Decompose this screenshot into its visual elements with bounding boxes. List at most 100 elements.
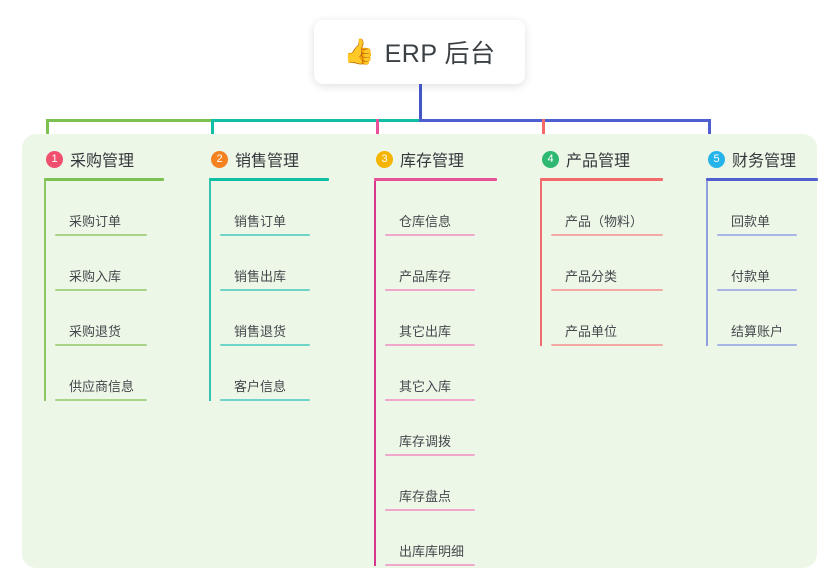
menu-item-label: 付款单 xyxy=(731,269,771,284)
menu-item-underline xyxy=(551,289,663,291)
menu-item[interactable]: 销售订单 xyxy=(220,181,329,236)
drop-line-col-2 xyxy=(211,119,214,145)
menu-item[interactable]: 产品库存 xyxy=(385,236,497,291)
menu-item[interactable]: 出库库明细 xyxy=(385,511,497,566)
column-5: 5 财务管理回款单付款单结算账户 xyxy=(706,145,818,346)
menu-item-label: 库存调拨 xyxy=(399,434,452,449)
menu-item[interactable]: 其它入库 xyxy=(385,346,497,401)
menu-item[interactable]: 供应商信息 xyxy=(55,346,164,401)
menu-item[interactable]: 采购订单 xyxy=(55,181,164,236)
menu-item-underline xyxy=(220,234,310,236)
menu-item[interactable]: 产品分类 xyxy=(551,236,663,291)
menu-item-label: 产品单位 xyxy=(565,324,618,339)
column-1: 1 采购管理采购订单采购入库采购退货供应商信息 xyxy=(44,145,164,401)
menu-item-label: 采购订单 xyxy=(69,214,122,229)
column-number-badge: 3 xyxy=(376,150,393,168)
menu-item[interactable]: 产品单位 xyxy=(551,291,663,346)
column-items: 采购订单采购入库采购退货供应商信息 xyxy=(44,181,164,401)
menu-item-label: 库存盘点 xyxy=(399,489,452,504)
column-header-3[interactable]: 3 库存管理 xyxy=(374,145,497,173)
menu-item-label: 客户信息 xyxy=(234,379,287,394)
menu-item-underline xyxy=(717,289,797,291)
column-items: 产品（物料） 产品分类产品单位 xyxy=(540,181,663,346)
column-spine xyxy=(44,181,46,401)
menu-item-underline xyxy=(55,399,147,401)
drop-line-col-3 xyxy=(376,119,379,145)
menu-item[interactable]: 结算账户 xyxy=(717,291,818,346)
menu-item-underline xyxy=(385,399,475,401)
drop-line-col-4 xyxy=(542,119,545,145)
menu-item-underline xyxy=(385,454,475,456)
column-header-5[interactable]: 5 财务管理 xyxy=(706,145,818,173)
thumbs-up-icon: 👍 xyxy=(343,37,375,66)
column-items: 仓库信息产品库存其它出库其它入库库存调拨库存盘点出库库明细 xyxy=(374,181,497,566)
column-header-underline xyxy=(706,178,818,181)
menu-item-label: 其它出库 xyxy=(399,324,452,339)
bus-segment-mid xyxy=(211,119,422,122)
column-header-underline xyxy=(540,178,663,181)
column-number-badge: 5 xyxy=(708,150,725,168)
menu-item-label: 回款单 xyxy=(731,214,771,229)
menu-item-underline xyxy=(55,289,147,291)
menu-item-underline xyxy=(551,344,663,346)
menu-item-underline xyxy=(220,344,310,346)
column-spine xyxy=(706,181,708,346)
column-items: 销售订单销售出库销售退货客户信息 xyxy=(209,181,329,401)
drop-line-col-5 xyxy=(708,119,711,145)
menu-item[interactable]: 销售退货 xyxy=(220,291,329,346)
column-spine xyxy=(540,181,542,346)
menu-item-underline xyxy=(220,399,310,401)
column-header-underline xyxy=(374,178,497,181)
column-title: 库存管理 xyxy=(400,153,465,170)
column-title: 财务管理 xyxy=(732,153,797,170)
drop-line-col-1 xyxy=(46,119,49,145)
column-spine xyxy=(374,181,376,566)
menu-item-label: 供应商信息 xyxy=(69,379,135,394)
column-title: 销售管理 xyxy=(235,153,300,170)
menu-item-label: 采购退货 xyxy=(69,324,122,339)
column-header-1[interactable]: 1 采购管理 xyxy=(44,145,164,173)
trunk-vertical xyxy=(419,84,422,122)
menu-item-label: 产品库存 xyxy=(399,269,452,284)
column-title: 采购管理 xyxy=(70,153,135,170)
column-title: 产品管理 xyxy=(566,153,631,170)
menu-item-label: 出库库明细 xyxy=(399,544,465,559)
column-items: 回款单付款单结算账户 xyxy=(706,181,818,346)
bus-segment-right xyxy=(419,119,711,122)
menu-item[interactable]: 付款单 xyxy=(717,236,818,291)
menu-item-label: 销售订单 xyxy=(234,214,287,229)
column-header-underline xyxy=(209,178,329,181)
menu-item[interactable]: 库存盘点 xyxy=(385,456,497,511)
menu-item[interactable]: 销售出库 xyxy=(220,236,329,291)
menu-item[interactable]: 回款单 xyxy=(717,181,818,236)
menu-item-label: 产品（物料） xyxy=(565,214,644,229)
menu-item[interactable]: 采购入库 xyxy=(55,236,164,291)
menu-item[interactable]: 其它出库 xyxy=(385,291,497,346)
menu-item-underline xyxy=(385,234,475,236)
menu-item[interactable]: 库存调拨 xyxy=(385,401,497,456)
menu-item-label: 销售出库 xyxy=(234,269,287,284)
menu-item[interactable]: 产品（物料） xyxy=(551,181,663,236)
menu-item-label: 产品分类 xyxy=(565,269,618,284)
column-number-badge: 1 xyxy=(46,150,63,168)
page-title: ERP 后台 xyxy=(384,40,496,68)
menu-item[interactable]: 采购退货 xyxy=(55,291,164,346)
bus-segment-left xyxy=(46,119,214,122)
menu-item-label: 结算账户 xyxy=(731,324,784,339)
menu-item-underline xyxy=(551,234,663,236)
menu-item[interactable]: 仓库信息 xyxy=(385,181,497,236)
menu-item[interactable]: 客户信息 xyxy=(220,346,329,401)
menu-item-label: 采购入库 xyxy=(69,269,122,284)
menu-item-underline xyxy=(385,564,475,566)
column-3: 3 库存管理仓库信息产品库存其它出库其它入库库存调拨库存盘点出库库明细 xyxy=(374,145,497,566)
menu-item-underline xyxy=(717,234,797,236)
menu-item-underline xyxy=(385,289,475,291)
menu-item-underline xyxy=(385,344,475,346)
menu-item-label: 仓库信息 xyxy=(399,214,452,229)
root-title-card[interactable]: 👍 ERP 后台 xyxy=(314,20,525,84)
menu-item-underline xyxy=(55,344,147,346)
menu-item-label: 销售退货 xyxy=(234,324,287,339)
